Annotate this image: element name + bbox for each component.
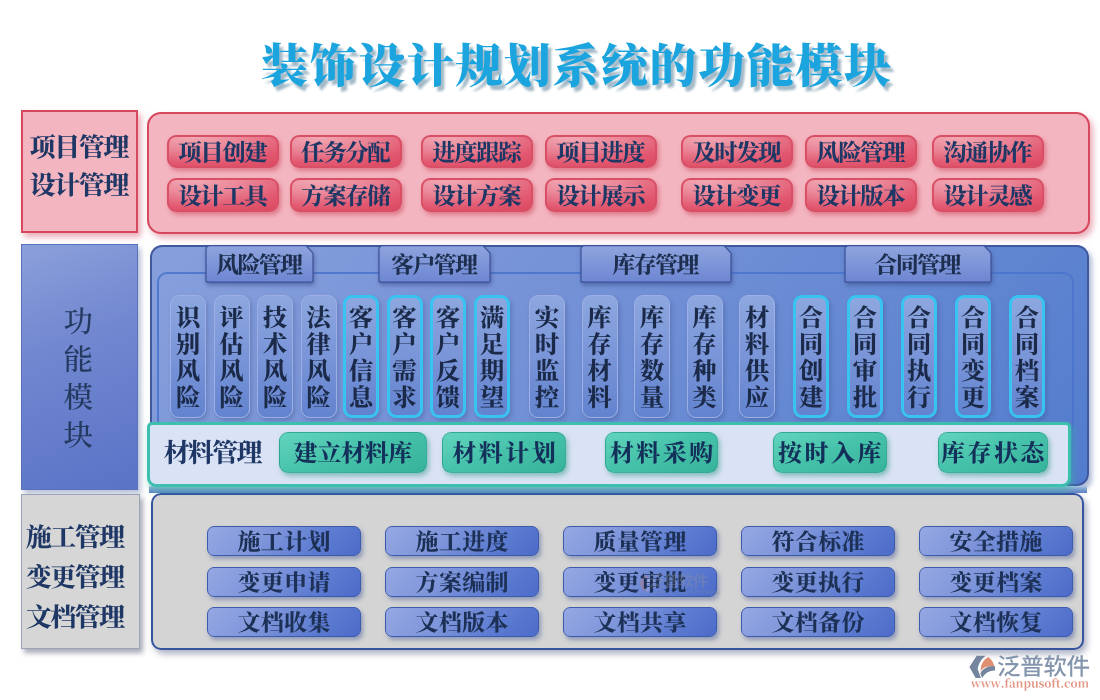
svg-text:FANPU SOFTWARE: FANPU SOFTWARE: [650, 589, 721, 595]
